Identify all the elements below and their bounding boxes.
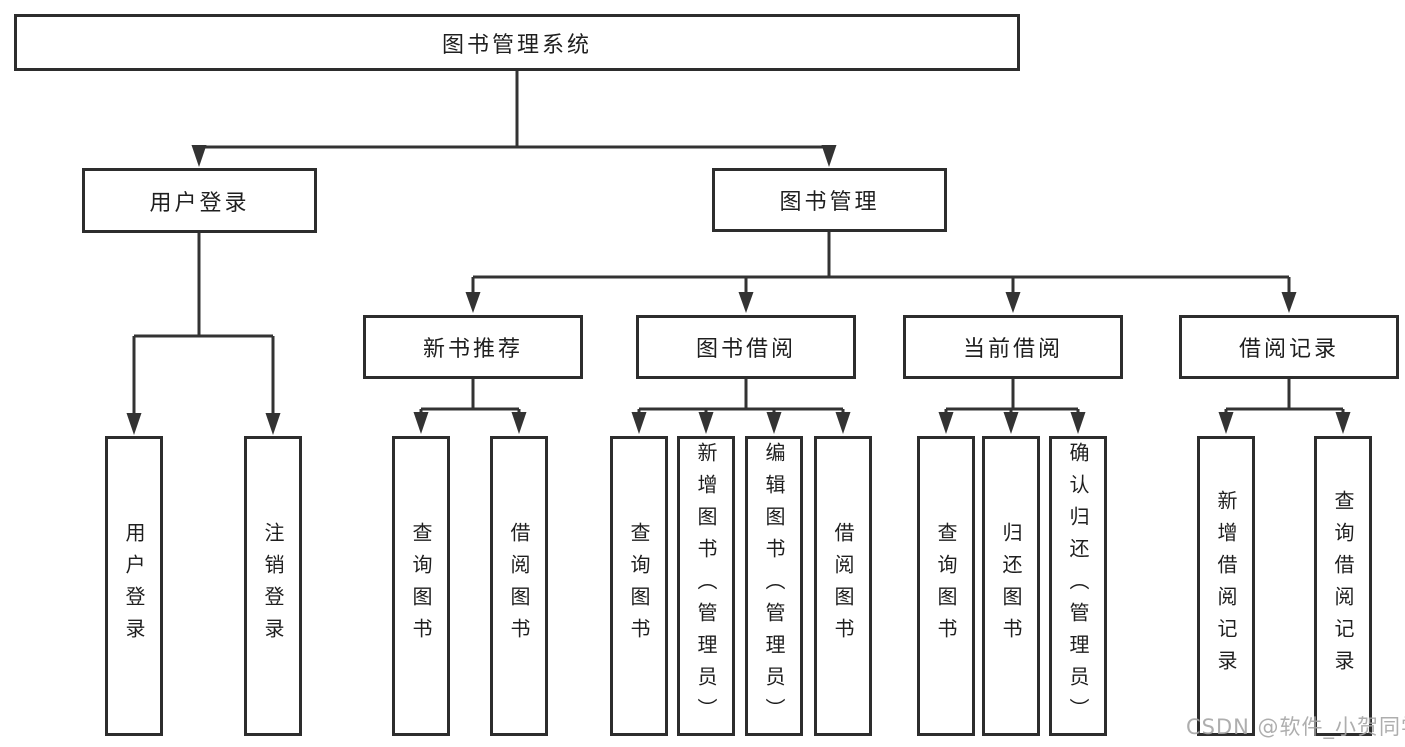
node-new-book-recommend-label: 新书推荐 bbox=[422, 337, 523, 362]
leaf-label: 查询借阅记录 bbox=[1331, 490, 1355, 682]
node-current-borrow-label: 当前借阅 bbox=[962, 337, 1063, 362]
node-book-borrow-label: 图书借阅 bbox=[695, 337, 796, 362]
connector-borrow-records-subtree bbox=[1218, 379, 1351, 434]
connector-current-borrow-subtree bbox=[938, 379, 1086, 434]
leaf-label: 注销登录 bbox=[261, 522, 285, 650]
leaf-add-books-admin: 新增图书（管理员） bbox=[677, 436, 735, 736]
connector-book-borrow-subtree bbox=[631, 379, 851, 434]
leaf-query-borrow-record: 查询借阅记录 bbox=[1314, 436, 1372, 736]
leaf-label: 查询图书 bbox=[934, 522, 958, 650]
leaf-query-books-borrow: 查询图书 bbox=[610, 436, 668, 736]
connector-new-book-subtree bbox=[413, 379, 527, 434]
leaf-borrow-books-recommend: 借阅图书 bbox=[490, 436, 548, 736]
connector-user-login-subtree bbox=[126, 233, 281, 435]
leaf-label: 借阅图书 bbox=[831, 522, 855, 650]
leaf-label: 查询图书 bbox=[627, 522, 651, 650]
node-book-borrow: 图书借阅 bbox=[636, 315, 856, 379]
leaf-query-books-recommend: 查询图书 bbox=[392, 436, 450, 736]
node-current-borrow: 当前借阅 bbox=[903, 315, 1123, 379]
leaf-query-books-current: 查询图书 bbox=[917, 436, 975, 736]
leaf-user-login: 用户登录 bbox=[105, 436, 163, 736]
leaf-edit-books-admin: 编辑图书（管理员） bbox=[745, 436, 803, 736]
leaf-return-books: 归还图书 bbox=[982, 436, 1040, 736]
node-new-book-recommend: 新书推荐 bbox=[363, 315, 583, 379]
leaf-label: 编辑图书（管理员） bbox=[762, 442, 786, 730]
node-user-login: 用户登录 bbox=[82, 168, 317, 233]
node-borrow-records: 借阅记录 bbox=[1179, 315, 1399, 379]
node-root-label: 图书管理系统 bbox=[441, 32, 592, 58]
leaf-label: 借阅图书 bbox=[507, 522, 531, 650]
node-user-login-label: 用户登录 bbox=[149, 190, 250, 216]
leaf-borrow-books: 借阅图书 bbox=[814, 436, 872, 736]
leaf-label: 新增借阅记录 bbox=[1214, 490, 1238, 682]
node-root-system: 图书管理系统 bbox=[14, 14, 1020, 71]
leaf-add-borrow-record: 新增借阅记录 bbox=[1197, 436, 1255, 736]
node-book-management-label: 图书管理 bbox=[779, 190, 880, 215]
leaf-label: 用户登录 bbox=[122, 522, 146, 650]
node-borrow-records-label: 借阅记录 bbox=[1238, 337, 1339, 362]
leaf-label: 归还图书 bbox=[999, 522, 1023, 650]
watermark-text: CSDN @软件_小贺同学 bbox=[1186, 715, 1405, 739]
connector-book-management-subtree bbox=[465, 232, 1297, 313]
connector-root-to-branches bbox=[191, 71, 837, 167]
leaf-confirm-return-admin: 确认归还（管理员） bbox=[1049, 436, 1107, 736]
leaf-label: 查询图书 bbox=[409, 522, 433, 650]
node-book-management: 图书管理 bbox=[712, 168, 947, 232]
leaf-label: 确认归还（管理员） bbox=[1066, 442, 1090, 730]
leaf-logout: 注销登录 bbox=[244, 436, 302, 736]
leaf-label: 新增图书（管理员） bbox=[694, 442, 718, 730]
